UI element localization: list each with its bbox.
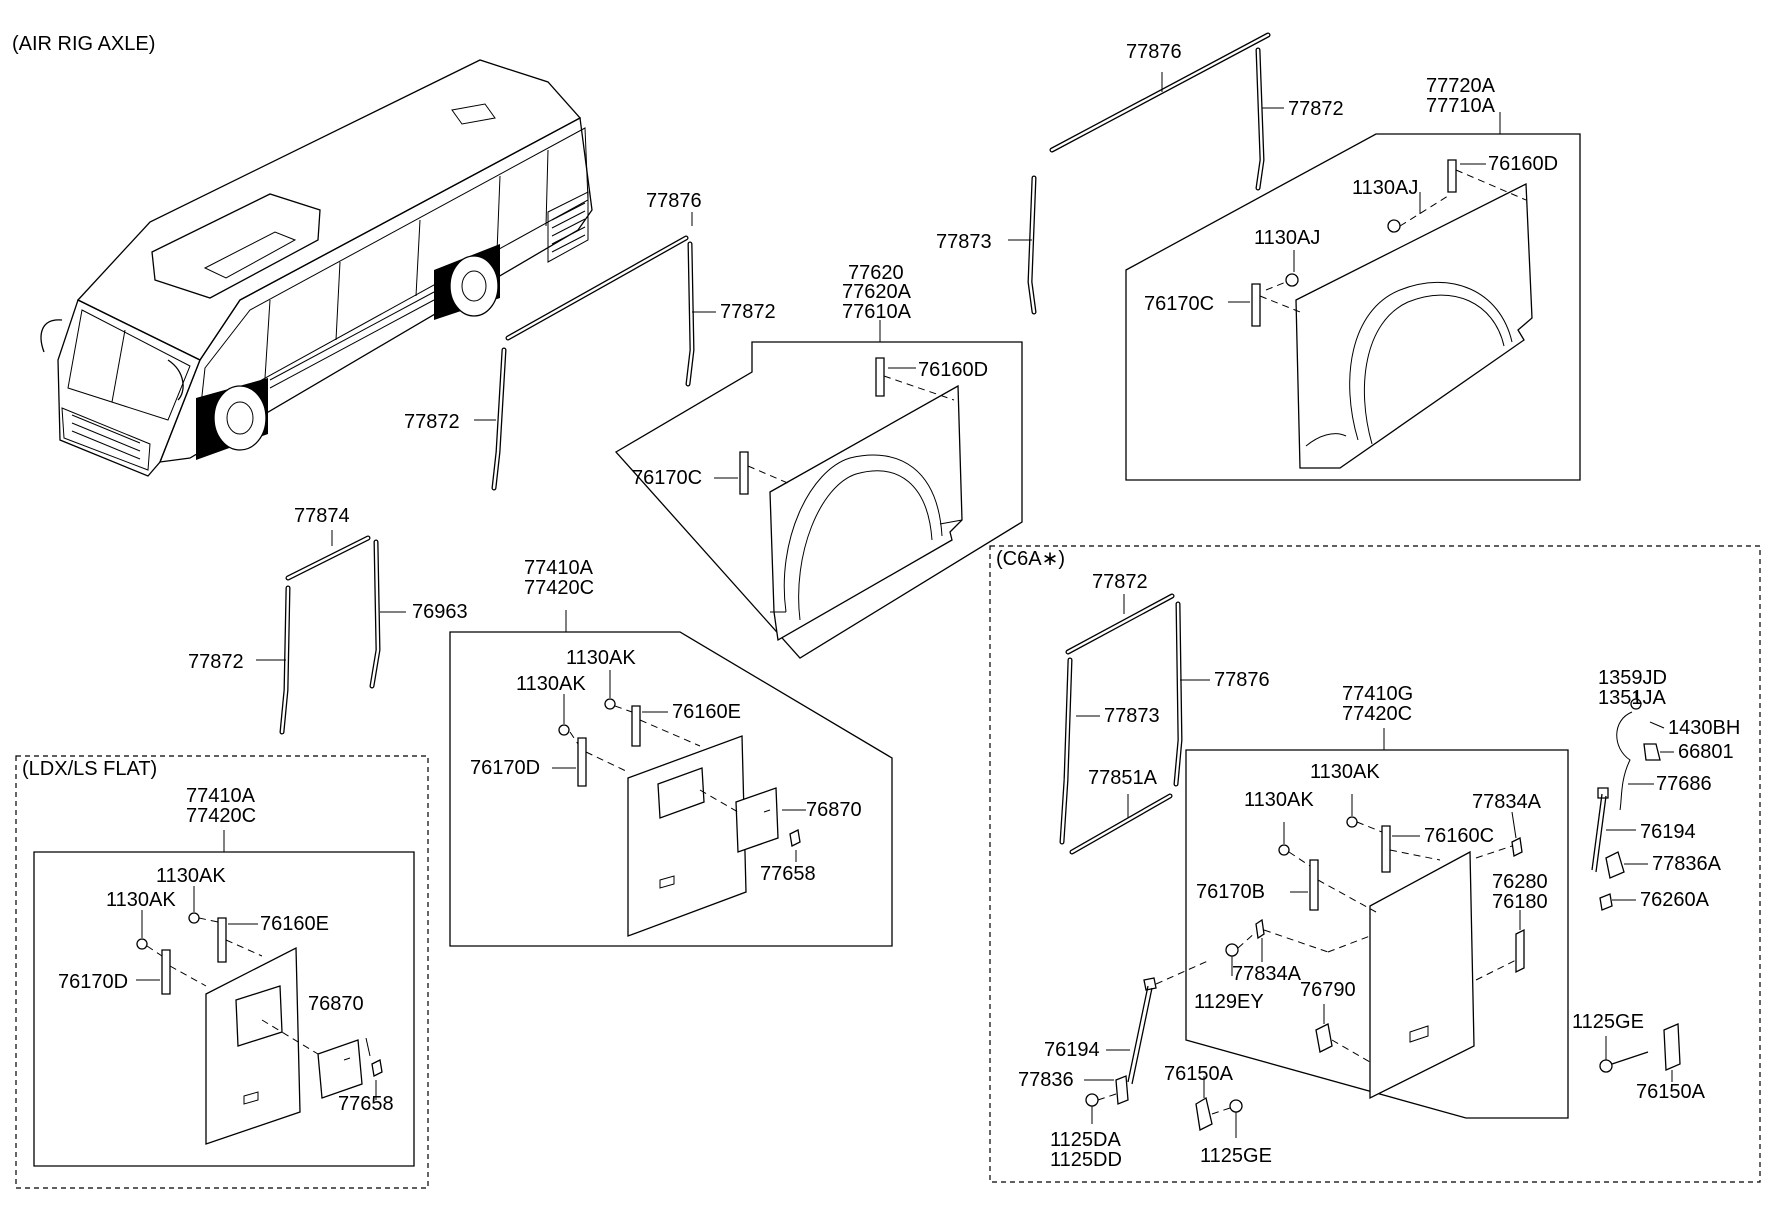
part-label: 77410A <box>186 785 256 807</box>
group-small-strips <box>256 530 406 735</box>
part-label: 76194 <box>1044 1039 1100 1061</box>
part-label: 77420C <box>524 577 594 599</box>
part-label: 1359JD <box>1598 667 1667 689</box>
bus-illustration <box>40 59 593 477</box>
part-label: 77710A <box>1426 95 1496 117</box>
part-label: 76170D <box>470 757 540 779</box>
part-label: 77872 <box>1092 571 1148 593</box>
part-label: 76260A <box>1640 889 1710 911</box>
part-label: 77851A <box>1088 767 1158 789</box>
part-label: 1130AK <box>516 673 586 695</box>
part-label: 1130AJ <box>1254 227 1320 249</box>
part-label: 77410G <box>1342 683 1413 705</box>
part-label: 76160C <box>1424 825 1494 847</box>
part-label: 1430BH <box>1668 717 1740 739</box>
part-label: 76160D <box>1488 153 1558 175</box>
part-label: 1130AK <box>156 865 226 887</box>
part-label: 77658 <box>338 1093 394 1115</box>
part-label: 77410A <box>524 557 594 579</box>
part-label: 76170B <box>1196 881 1265 903</box>
part-label: 77836A <box>1652 853 1722 875</box>
part-label: 76790 <box>1300 979 1356 1001</box>
part-label: 77834A <box>1472 791 1542 813</box>
part-label: 77610A <box>842 301 912 323</box>
group-rear-panel <box>1008 32 1581 481</box>
ldx-ls-flat-frame <box>15 755 429 1189</box>
part-label: 77658 <box>760 863 816 885</box>
part-label: 1130AK <box>1244 789 1314 811</box>
part-label: 76180 <box>1492 891 1548 913</box>
part-label: 76170C <box>1144 293 1214 315</box>
part-label: 77420C <box>1342 703 1412 725</box>
part-label: 1351JA <box>1598 687 1666 709</box>
part-label: 76194 <box>1640 821 1696 843</box>
part-label: 66801 <box>1678 741 1734 763</box>
group-middle-panel <box>474 212 1023 659</box>
part-label: 76870 <box>806 799 862 821</box>
group-c6a <box>1059 593 1681 1138</box>
part-label: 76170C <box>632 467 702 489</box>
part-label: 76870 <box>308 993 364 1015</box>
part-label: 77876 <box>646 190 702 212</box>
part-label: 1125GE <box>1200 1145 1272 1167</box>
part-label: 77873 <box>936 231 992 253</box>
part-label: 77874 <box>294 505 350 527</box>
part-label: 1125GE <box>1572 1011 1644 1033</box>
part-label: 76150A <box>1164 1063 1234 1085</box>
part-label: 1130AJ <box>1352 177 1418 199</box>
part-label: 77872 <box>720 301 776 323</box>
part-label: 77872 <box>188 651 244 673</box>
variant-label-air-rig-axle: (AIR RIG AXLE) <box>12 33 155 55</box>
group-door-ldx <box>33 830 415 1167</box>
part-label: 1130AK <box>1310 761 1380 783</box>
part-label: 77873 <box>1104 705 1160 727</box>
part-label: 1125DA <box>1050 1129 1121 1151</box>
c6a-frame <box>989 545 1761 1183</box>
part-label: 76963 <box>412 601 468 623</box>
part-label: 77872 <box>1288 98 1344 120</box>
part-label: 77720A <box>1426 75 1496 97</box>
part-label: 77836 <box>1018 1069 1074 1091</box>
part-label: 77620 <box>848 262 904 284</box>
variant-label-c6a: (C6A∗) <box>996 548 1065 570</box>
part-label: 1125DD <box>1050 1149 1122 1171</box>
part-labels: 77876 77872 77873 77720A 77710A 76160D 1… <box>58 41 1740 1171</box>
part-label: 77686 <box>1656 773 1712 795</box>
part-label: 1130AK <box>106 889 176 911</box>
part-label: 77834A <box>1232 963 1302 985</box>
part-label: 76160E <box>260 913 329 935</box>
part-label: 1129EY <box>1194 991 1264 1013</box>
part-label: 77876 <box>1214 669 1270 691</box>
part-label: 1130AK <box>566 647 636 669</box>
part-label: 76280 <box>1492 871 1548 893</box>
part-label: 77620A <box>842 281 912 303</box>
part-label: 77876 <box>1126 41 1182 63</box>
part-label: 76150A <box>1636 1081 1706 1103</box>
variant-label-ldx-ls-flat: (LDX/LS FLAT) <box>22 758 157 780</box>
part-label: 77872 <box>404 411 460 433</box>
part-label: 76160E <box>672 701 741 723</box>
group-door-middle <box>449 610 893 947</box>
part-label: 76160D <box>918 359 988 381</box>
part-label: 77420C <box>186 805 256 827</box>
part-label: 76170D <box>58 971 128 993</box>
